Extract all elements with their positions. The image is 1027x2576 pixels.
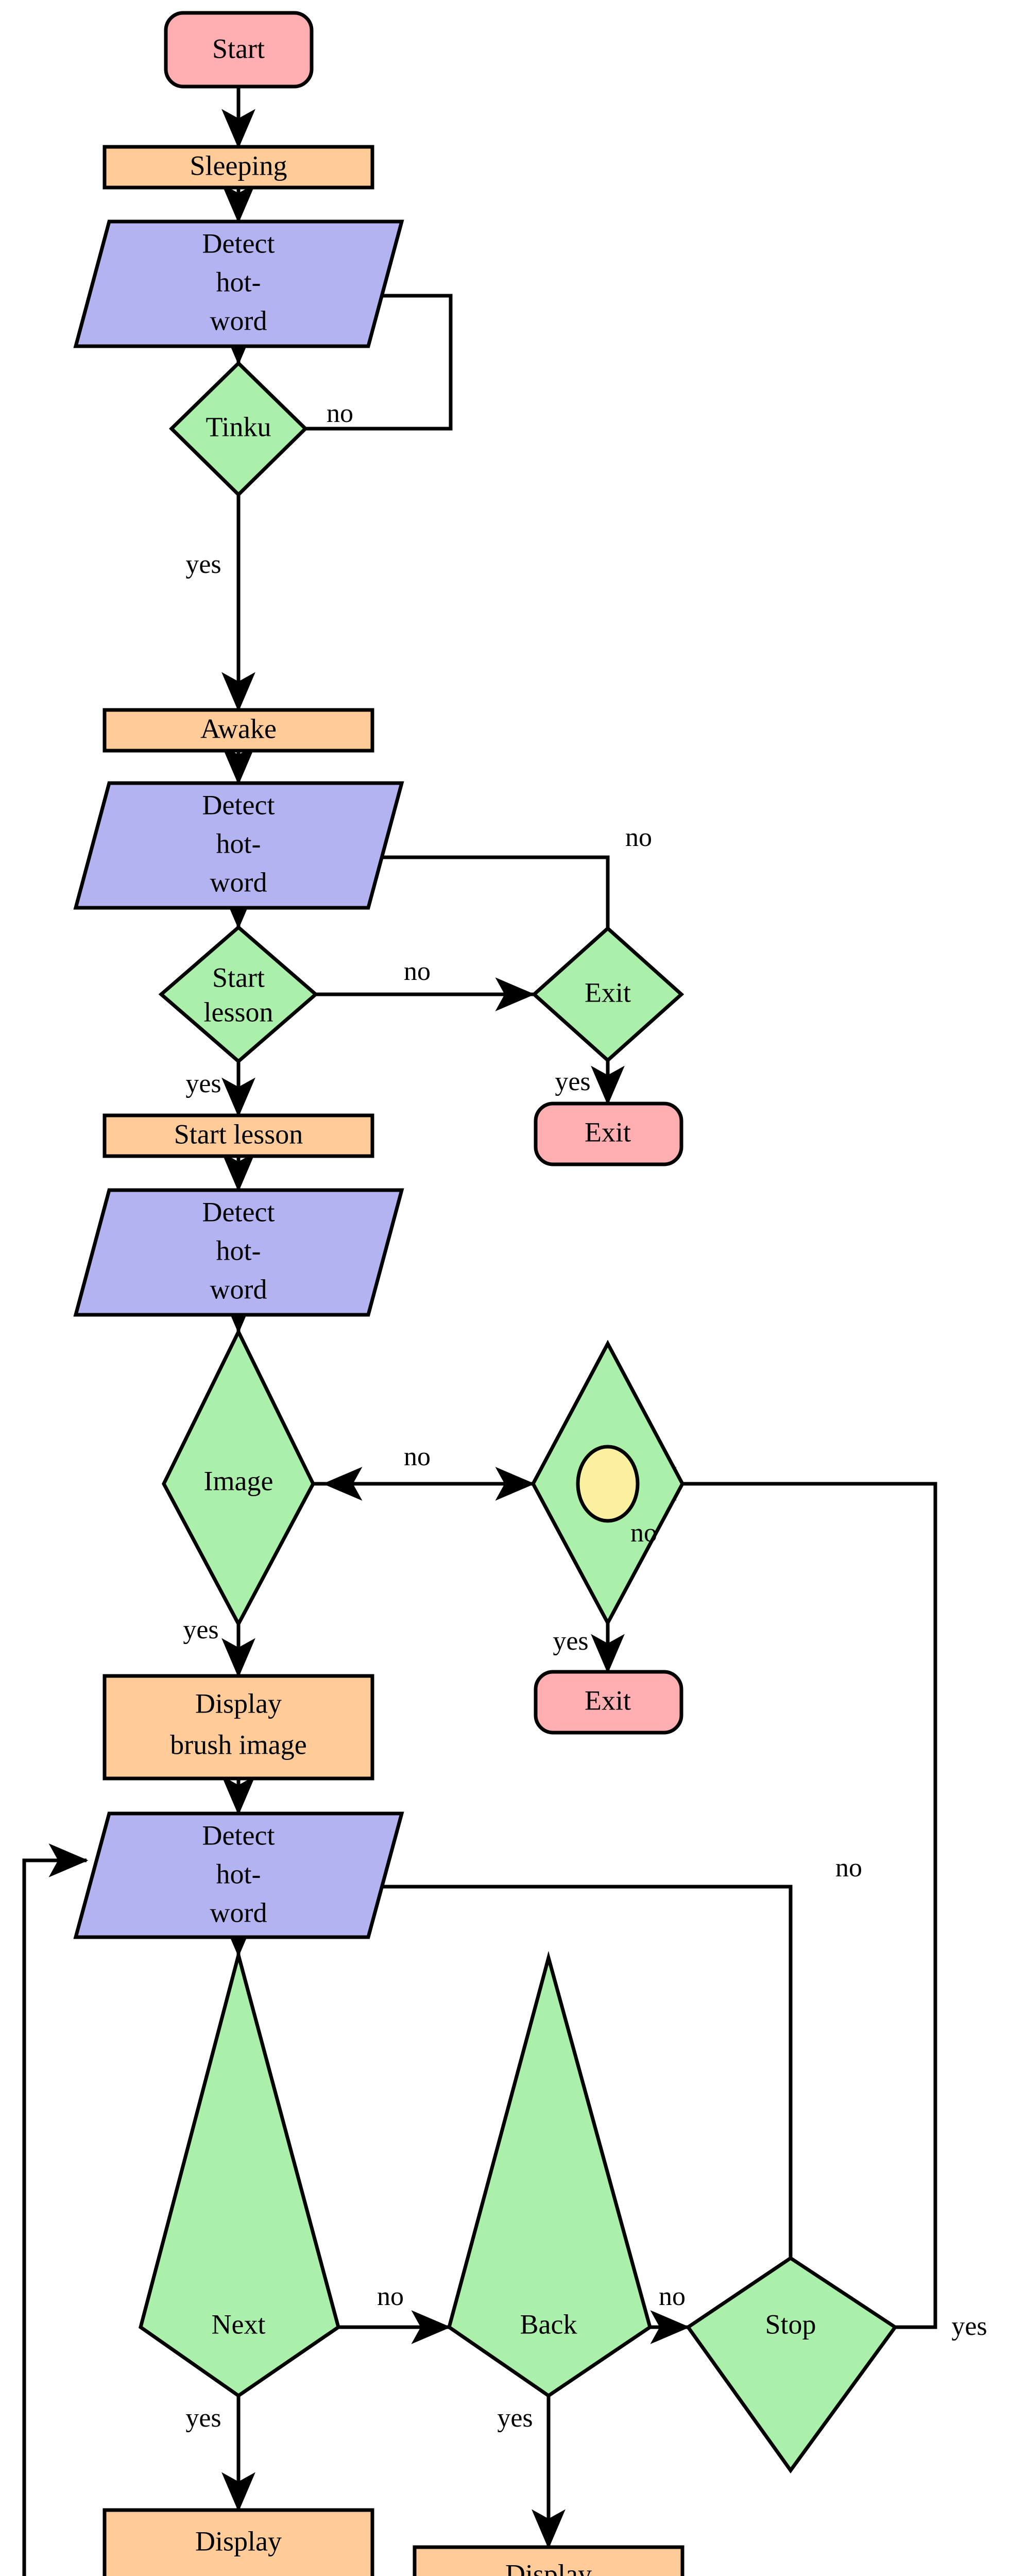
tinku-shape <box>169 361 308 497</box>
previmg-shape <box>413 2545 684 2576</box>
edge-label-exit1-yes: yes <box>555 1067 590 1096</box>
node-start-lesson-decision[interactable]: Start lesson <box>158 925 319 1064</box>
node-next-decision[interactable]: Next <box>138 1948 341 2398</box>
exit-terminal-2-label: Exit <box>585 1685 631 1716</box>
detect2-label-line1: Detect <box>202 789 275 820</box>
node-detect-hotword-2[interactable]: Detect hot- word <box>73 781 404 910</box>
startlesson-decision-shape <box>158 925 319 1064</box>
brush-label-line1: Display <box>195 1688 282 1719</box>
edge-stop-no-loop <box>321 1870 793 2258</box>
edge-label-exit2-yes: yes <box>553 1626 588 1656</box>
brush-shape <box>102 1674 374 1781</box>
sleeping-label: Sleeping <box>190 150 287 181</box>
edge-label-startlesson-yes: yes <box>185 1069 221 1098</box>
node-tinku-decision[interactable]: Tinku <box>169 361 308 497</box>
startlesson-label-line2: lesson <box>204 996 273 1027</box>
node-sleeping[interactable]: Sleeping <box>102 145 374 190</box>
startlesson-label-line1: Start <box>212 962 265 993</box>
edge-label-back-no: no <box>659 2282 686 2311</box>
detect1-label-line3: word <box>210 305 267 336</box>
exit-decision-1-label: Exit <box>585 977 631 1008</box>
edge-label-tinku-no: no <box>327 399 353 428</box>
exit-terminal-1-label: Exit <box>585 1116 631 1147</box>
node-detect-hotword-3[interactable]: Detect hot- word <box>73 1188 404 1317</box>
node-detect-hotword-1[interactable]: Detect hot- word <box>73 219 404 348</box>
edge-label-exit2-no: no <box>630 1518 657 1548</box>
detect3-label-line2: hot- <box>216 1235 261 1266</box>
node-exit-terminal-2[interactable]: Exit <box>534 1670 683 1735</box>
detect1-label-line2: hot- <box>216 266 261 297</box>
exit-decision-1-shape <box>531 926 684 1063</box>
node-back-decision[interactable]: Back <box>447 1951 653 2398</box>
edge-exit1-no-loop <box>320 840 610 928</box>
edge-label-stop-no: no <box>835 1853 862 1883</box>
detect3-shape <box>73 1188 404 1317</box>
node-display-previous-image[interactable]: Display previous image <box>413 2545 684 2576</box>
node-junction-1[interactable] <box>576 1445 640 1523</box>
edge-label-back-yes: yes <box>497 2403 533 2433</box>
start-shape <box>164 11 314 89</box>
edge-label-next-yes: yes <box>185 2403 221 2433</box>
edge-label-tinku-yes: yes <box>185 550 221 579</box>
awake-shape <box>102 708 374 753</box>
detect2-label-line2: hot- <box>216 828 261 859</box>
sleeping-shape <box>102 145 374 190</box>
awake-label: Awake <box>200 713 277 744</box>
previmg-label-line1: Display <box>505 2558 592 2576</box>
image-decision-label: Image <box>204 1465 273 1496</box>
stop-decision-label: Stop <box>765 2309 816 2340</box>
node-awake[interactable]: Awake <box>102 708 374 753</box>
edge-label-image-no: no <box>404 1442 431 1471</box>
detect2-shape <box>73 781 404 910</box>
back-decision-label: Back <box>520 2309 577 2340</box>
detect4-label-line1: Detect <box>202 1820 275 1851</box>
brush-label-line2: brush image <box>170 1729 306 1760</box>
exit-terminal-1-shape <box>534 1101 683 1166</box>
detect4-label-line2: hot- <box>216 1858 261 1889</box>
detect2-label-line3: word <box>210 867 267 897</box>
detect3-label-line1: Detect <box>202 1196 275 1227</box>
node-display-next-image[interactable]: Display next image <box>102 2508 374 2576</box>
nextimg-label-line2: next image <box>177 2571 300 2576</box>
edge-label-stop-yes: yes <box>951 2312 987 2341</box>
edge-tinku-no-loop <box>305 279 453 431</box>
startlesson-process-label: Start lesson <box>174 1118 303 1149</box>
detect1-shape <box>73 219 404 348</box>
node-detect-hotword-4[interactable]: Detect hot- word <box>73 1811 404 1939</box>
detect1-label-line1: Detect <box>202 228 275 259</box>
edge-label-exit1-no: no <box>625 823 652 852</box>
node-display-brush-image[interactable]: Display brush image <box>102 1674 374 1781</box>
node-stop-decision[interactable]: Stop <box>686 2256 898 2473</box>
start-label: Start <box>212 33 265 64</box>
detect4-shape <box>73 1811 404 1939</box>
nextimg-shape <box>102 2508 374 2576</box>
exit-terminal-2-shape <box>534 1670 683 1735</box>
detect3-label-line3: word <box>210 1274 267 1304</box>
node-start-lesson-process[interactable]: Start lesson <box>102 1113 374 1158</box>
junction-1-shape <box>576 1445 640 1523</box>
edge-junction2-to-detect4 <box>22 1843 89 2576</box>
edge-label-next-no: no <box>377 2282 404 2311</box>
image-decision-shape <box>162 1328 315 1628</box>
next-decision-shape <box>138 1948 341 2398</box>
nextimg-label-line1: Display <box>195 2526 282 2556</box>
node-image-decision[interactable]: Image <box>162 1328 315 1628</box>
node-exit-decision-1[interactable]: Exit <box>531 926 684 1063</box>
back-decision-shape <box>447 1951 653 2398</box>
startlesson-process-shape <box>102 1113 374 1158</box>
detect4-label-line3: word <box>210 1897 267 1928</box>
tinku-label: Tinku <box>206 411 271 442</box>
edge-label-startlesson-no: no <box>404 957 431 986</box>
edge-label-image-yes: yes <box>183 1615 218 1645</box>
edge-stop-yes-loop <box>637 1467 937 2329</box>
next-decision-label: Next <box>212 2309 266 2340</box>
node-exit-terminal-1[interactable]: Exit <box>534 1101 683 1166</box>
node-start[interactable]: Start <box>164 11 314 89</box>
stop-decision-shape <box>686 2256 898 2473</box>
